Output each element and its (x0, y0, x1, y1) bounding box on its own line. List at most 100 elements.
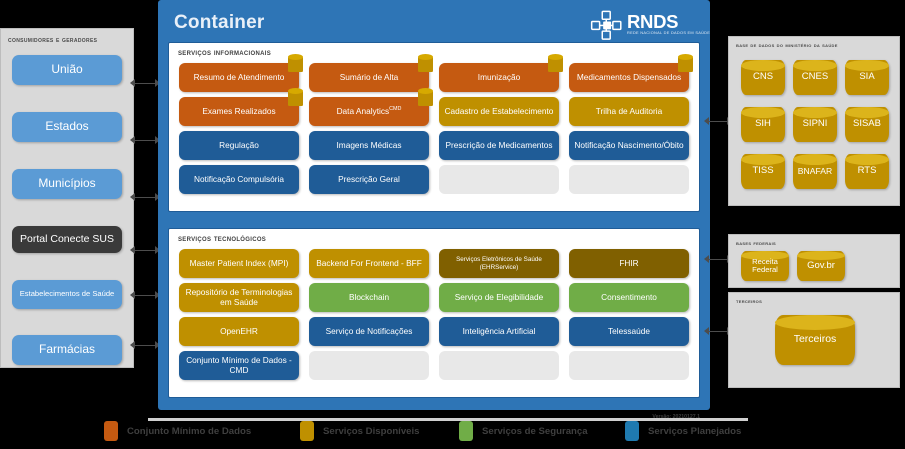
service-card-placeholder (569, 351, 689, 380)
service-card-label: Notificação Compulsória (194, 173, 284, 184)
database-label: Terceiros (793, 333, 837, 346)
database-cylinder-terceiros[interactable]: Terceiros (775, 315, 855, 365)
connector-arrow-portal (130, 246, 160, 255)
left-item-label: Portal Conecte SUS (20, 232, 114, 245)
left-item-label: Municípios (38, 176, 96, 191)
service-card-placeholder (309, 351, 429, 380)
service-card-label: Serviço de Notificações (325, 325, 413, 336)
left-item-label: União (51, 62, 83, 77)
service-card-telessaude[interactable]: Telessaúde (569, 317, 689, 346)
database-cylinder-sih[interactable]: SIH (741, 107, 785, 142)
service-card-label: Consentimento (601, 291, 657, 302)
service-card-conjunto-minimo-de-dados[interactable]: Conjunto Mínimo de Dados - CMD (179, 351, 299, 380)
database-label: TISS (752, 165, 774, 177)
service-card-inteligencia-artificial[interactable]: Inteligência Artificial (439, 317, 559, 346)
service-card-master-patient-index[interactable]: Master Patient Index (MPI) (179, 249, 299, 278)
service-card-data-analytics[interactable]: Data AnalyticsCMD (309, 88, 433, 126)
service-card-prescricao-geral[interactable]: Prescrição Geral (309, 165, 429, 194)
database-cylinder-sisab[interactable]: SISAB (845, 107, 889, 142)
service-card-label: Imunização (477, 71, 521, 82)
service-card-resumo-de-atendimento[interactable]: Resumo de Atendimento (179, 54, 303, 92)
database-cylinder-govbr[interactable]: Gov.br (797, 251, 845, 281)
database-label: RTS (857, 165, 877, 177)
service-card-repositorio-de-terminologias[interactable]: Repositório de Terminologias em Saúde (179, 283, 299, 312)
service-card-label: Prescrição Geral (338, 173, 400, 184)
left-item-farmacias[interactable]: Farmácias (12, 335, 122, 365)
left-panel-title: Consumidores e Geradores (8, 35, 98, 44)
service-card-label: Data AnalyticsCMD (336, 106, 402, 117)
service-card-label: Telessaúde (608, 325, 650, 336)
cmd-cylinder-icon (548, 54, 563, 72)
cmd-cylinder-icon (288, 88, 303, 106)
service-card-label: Inteligência Artificial (462, 325, 536, 336)
left-item-label: Estabelecimentos de Saúde (19, 289, 115, 299)
service-card-label: FHIR (619, 257, 639, 268)
left-item-estados[interactable]: Estados (12, 112, 122, 142)
service-card-fhir[interactable]: FHIR (569, 249, 689, 278)
service-card-trilha-de-auditoria[interactable]: Trilha de Auditoria (569, 97, 689, 126)
service-card-consentimento[interactable]: Consentimento (569, 283, 689, 312)
legend-swatch-green (459, 421, 473, 441)
service-card-imagens-medicas[interactable]: Imagens Médicas (309, 131, 429, 160)
service-card-servico-de-elegibilidade[interactable]: Serviço de Elegibilidade (439, 283, 559, 312)
legend-label: Serviços Disponíveis (323, 425, 420, 437)
section-title: Serviços Informacionais (178, 48, 272, 57)
left-item-uniao[interactable]: União (12, 55, 122, 85)
network-cross-icon (590, 10, 622, 40)
connector-arrow-municipios (130, 193, 160, 202)
service-card-label: Conjunto Mínimo de Dados - CMD (186, 354, 292, 375)
database-cylinder-sipni[interactable]: SIPNI (793, 107, 837, 142)
service-card-openehr[interactable]: OpenEHR (179, 317, 299, 346)
left-item-portal-conecte-sus[interactable]: Portal Conecte SUS (12, 226, 122, 253)
service-card-label: Notificação Nascimento/Óbito (574, 139, 684, 150)
service-card-notificacao-compulsoria[interactable]: Notificação Compulsória (179, 165, 299, 194)
service-card-prescricao-de-medicamentos[interactable]: Prescrição de Medicamentos (439, 131, 559, 160)
technological-services-grid: Master Patient Index (MPI) Backend For F… (179, 249, 689, 391)
database-cylinder-tiss[interactable]: TISS (741, 154, 785, 189)
service-card-servico-de-notificacoes[interactable]: Serviço de Notificações (309, 317, 429, 346)
legend-item-servicos-disponiveis: Serviços Disponíveis (300, 421, 420, 441)
service-card-blockchain[interactable]: Blockchain (309, 283, 429, 312)
cmd-cylinder-icon (418, 54, 433, 72)
legend-label: Serviços de Segurança (482, 425, 588, 437)
ministry-database-panel: Base de Dados do Ministério da Saúde CNS… (728, 36, 900, 206)
database-cylinder-cns[interactable]: CNS (741, 60, 785, 95)
service-card-label: Imagens Médicas (336, 139, 402, 150)
service-card-label: Backend For Frontend - BFF (316, 257, 422, 268)
service-card-label: Medicamentos Dispensados (576, 71, 682, 82)
service-card-label: Master Patient Index (MPI) (189, 257, 289, 268)
service-card-label: Serviços Eletrônicos de Saúde (EHRServic… (456, 256, 542, 271)
service-card-regulacao[interactable]: Regulação (179, 131, 299, 160)
service-card-sumario-de-alta[interactable]: Sumário de Alta (309, 54, 433, 92)
database-cylinder-sia[interactable]: SIA (845, 60, 889, 95)
database-cylinder-cnes[interactable]: CNES (793, 60, 837, 95)
legend-divider (148, 418, 748, 421)
database-label: SIPNI (802, 118, 828, 130)
service-card-medicamentos-dispensados[interactable]: Medicamentos Dispensados (569, 54, 693, 92)
database-cylinder-bnafar[interactable]: BNAFAR (793, 154, 837, 189)
legend-swatch-orange (104, 421, 118, 441)
service-card-cadastro-de-estabelecimento[interactable]: Cadastro de Estabelecimento (439, 97, 559, 126)
connector-arrow-estados (130, 136, 160, 145)
container-title: Container (174, 12, 265, 33)
service-card-exames-realizados[interactable]: Exames Realizados (179, 88, 303, 126)
legend-swatch-blue (625, 421, 639, 441)
service-card-servicos-eletronicos-de-saude[interactable]: Serviços Eletrônicos de Saúde (EHRServic… (439, 249, 559, 278)
container-panel: Container RNDS REDE NACIONAL DE DADOS EM… (158, 0, 710, 410)
left-item-estabelecimentos-de-saude[interactable]: Estabelecimentos de Saúde (12, 280, 122, 309)
service-card-label: Repositório de Terminologias em Saúde (185, 286, 293, 307)
legend: Versão: 20210127.1 Conjunto Mínimo de Da… (0, 414, 905, 449)
database-label: Receita Federal (752, 256, 778, 274)
left-item-municipios[interactable]: Municípios (12, 169, 122, 199)
database-label: BNAFAR (797, 165, 833, 176)
service-card-imunizacao[interactable]: Imunização (439, 54, 563, 92)
database-cylinder-receita-federal[interactable]: Receita Federal (741, 251, 789, 281)
service-card-label: Blockchain (348, 291, 390, 302)
service-card-notificacao-nascimento-obito[interactable]: Notificação Nascimento/Óbito (569, 131, 689, 160)
database-cylinder-rts[interactable]: RTS (845, 154, 889, 189)
service-card-backend-for-frontend[interactable]: Backend For Frontend - BFF (309, 249, 429, 278)
legend-item-servicos-de-seguranca: Serviços de Segurança (459, 421, 588, 441)
service-card-sup: CMD (389, 106, 402, 113)
rnds-logo-text: RNDS REDE NACIONAL DE DADOS EM SAÚDE (627, 12, 710, 36)
service-card-placeholder (439, 351, 559, 380)
